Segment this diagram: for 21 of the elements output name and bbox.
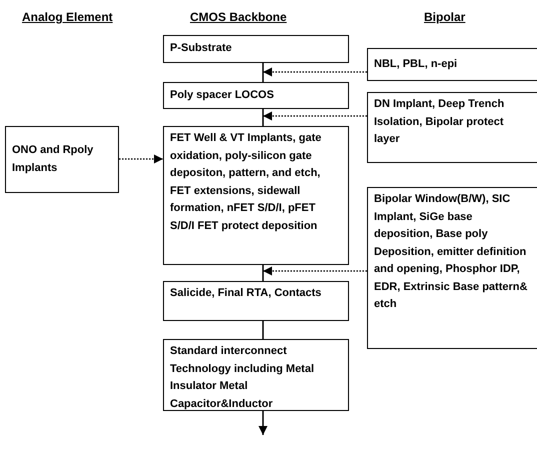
process-box: Standard interconnect Technology including Metal Insulator Metal Capacitor&Inductor [163,339,349,411]
arrow [119,154,163,164]
process-box: ONO and Rpoly Implants [5,126,119,193]
process-box: Poly spacer LOCOS [163,82,349,109]
process-box: P-Substrate [163,35,349,63]
arrow [263,68,367,76]
arrow [258,411,268,435]
process-box: FET Well & VT Implants, gate oxidation, poly-silicon gate depositon, pattern, and etch, FET extensions, sidewall formation, nFET S/D/I, pFET S/D/I FET protect deposition [163,126,349,265]
process-box: Bipolar Window(B/W), SIC Implant, SiGe base deposition, Base poly Deposition, emitter definition and opening, Phosphor IDP, EDR, Extrinsic Base pattern& etch [367,187,537,349]
column-heading: CMOS Backbone [190,10,287,24]
connector-line [262,321,264,339]
column-heading: Analog Element [22,10,113,24]
arrow [263,266,367,276]
process-box: DN Implant, Deep Trench Isolation, Bipolar protect layer [367,92,537,163]
column-heading: Bipolar [424,10,466,24]
arrow [263,112,367,120]
connector-line [262,109,264,126]
process-box: NBL, PBL, n-epi [367,48,537,81]
connector-line [262,265,264,281]
connector-line [262,63,264,82]
process-box: Salicide, Final RTA, Contacts [163,281,349,321]
